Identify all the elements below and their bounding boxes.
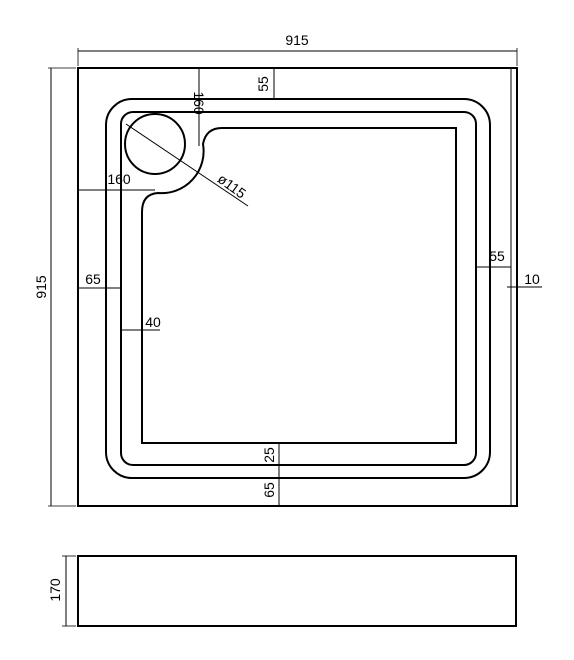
width-dim-label: 915	[285, 32, 309, 48]
side-height-dim-label: 170	[47, 578, 63, 602]
inner-left-offset-dim-label: 40	[145, 314, 161, 330]
rim-left-dim-label: 65	[85, 271, 101, 287]
drain-diameter-label: ø115	[215, 170, 250, 201]
drain-circle	[124, 113, 186, 175]
inner-bottom-offset-dim-label: 25	[261, 447, 277, 463]
drain-offset-x-dim-label: 160	[107, 171, 131, 187]
drain-offset-y-dim-label: 160	[191, 91, 207, 115]
basin-floor-outline	[141, 127, 457, 444]
rim-inner-contour	[120, 111, 477, 466]
edge-right-dim-label: 10	[524, 271, 540, 287]
rim-right-dim-label: 55	[489, 248, 505, 264]
tray-outer-outline	[77, 67, 518, 507]
height-dim-label: 915	[33, 275, 49, 299]
rim-bottom-dim-label: 65	[261, 482, 277, 498]
rim-top-dim-label: 55	[255, 76, 271, 92]
side-view-outline	[77, 555, 517, 627]
rim-outer-contour	[105, 98, 491, 479]
drain-diameter-leader	[125, 123, 249, 207]
